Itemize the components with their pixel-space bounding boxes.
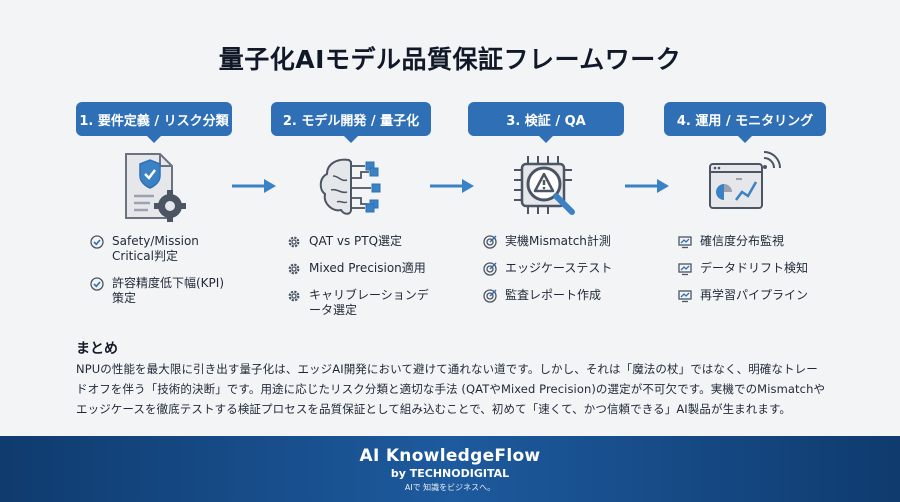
list-item-label: 確信度分布監視 — [700, 234, 785, 248]
flow-arrow-icon — [430, 179, 474, 193]
dashboard-monitor-icon — [709, 151, 781, 209]
step-2-items: QAT vs PTQ選定 Mixed Precision適用 キャリブレーション… — [287, 234, 437, 330]
list-item: 許容精度低下幅(KPI)策定 — [90, 276, 235, 306]
footer-tagline: AIで 知識をビジネスへ。 — [404, 483, 496, 492]
list-item-label: 実機Mismatch計測 — [505, 234, 611, 248]
list-item: Safety/Mission Critical判定 — [90, 234, 235, 264]
monitor-icon — [678, 263, 692, 276]
page-title: 量子化AIモデル品質保証フレームワーク — [218, 45, 682, 74]
list-item-label: キャリブレーションデータ選定 — [309, 288, 429, 317]
summary-heading: まとめ — [76, 341, 118, 357]
list-item-label: エッジケーステスト — [505, 261, 613, 275]
document-shield-gear-icon — [125, 153, 186, 222]
gear-icon — [288, 263, 300, 275]
list-item: Mixed Precision適用 — [287, 261, 437, 276]
check-circle-icon — [90, 235, 104, 249]
step-1-badge: 1. 要件定義 / リスク分類 — [76, 102, 232, 143]
list-item-label: データドリフト検知 — [700, 261, 809, 275]
list-item: 確信度分布監視 — [678, 234, 828, 249]
flow-arrow-icon — [625, 179, 669, 193]
list-item: QAT vs PTQ選定 — [287, 234, 437, 249]
list-item-label: 再学習パイプライン — [700, 288, 809, 302]
monitor-icon — [678, 236, 692, 249]
list-item: 実機Mismatch計測 — [483, 234, 633, 249]
list-item-label: Safety/Mission Critical判定 — [112, 234, 199, 263]
list-item-label: 監査レポート作成 — [505, 288, 602, 302]
chip-warning-magnifier-icon — [514, 156, 575, 215]
step-1-items: Safety/Mission Critical判定 許容精度低下幅(KPI)策定 — [90, 234, 235, 318]
target-icon — [483, 235, 497, 249]
footer-banner: AI KnowledgeFlow by TECHNODIGITAL AIで 知識… — [0, 436, 900, 502]
step-3-items: 実機Mismatch計測 エッジケーステスト 監査レポート作成 — [483, 234, 633, 315]
list-item-label: Mixed Precision適用 — [309, 261, 426, 275]
footer-company: by TECHNODIGITAL — [390, 467, 510, 480]
step-3-badge: 3. 検証 / QA — [468, 102, 624, 143]
step-2-badge: 2. モデル開発 / 量子化 — [271, 102, 431, 143]
check-circle-icon — [90, 277, 104, 291]
gear-icon — [288, 236, 300, 248]
flow-arrow-icon — [232, 179, 276, 193]
target-icon — [483, 262, 497, 276]
list-item: 再学習パイプライン — [678, 288, 828, 303]
list-item: データドリフト検知 — [678, 261, 828, 276]
list-item-label: 許容精度低下幅(KPI)策定 — [112, 276, 225, 305]
list-item: キャリブレーションデータ選定 — [287, 288, 437, 318]
list-item-label: QAT vs PTQ選定 — [309, 234, 403, 248]
list-item: エッジケーステスト — [483, 261, 633, 276]
target-icon — [483, 289, 497, 303]
footer-brand: AI KnowledgeFlow — [359, 446, 541, 466]
brain-circuit-icon — [319, 158, 381, 215]
step-4-badge: 4. 運用 / モニタリング — [664, 102, 826, 143]
summary-body: NPUの性能を最大限に引き出す量子化は、エッジAI開発において避けて通れない道で… — [76, 362, 826, 416]
gear-icon — [288, 290, 300, 302]
step-4-items: 確信度分布監視 データドリフト検知 再学習パイプライン — [678, 234, 828, 315]
list-item: 監査レポート作成 — [483, 288, 633, 303]
monitor-icon — [678, 290, 692, 303]
